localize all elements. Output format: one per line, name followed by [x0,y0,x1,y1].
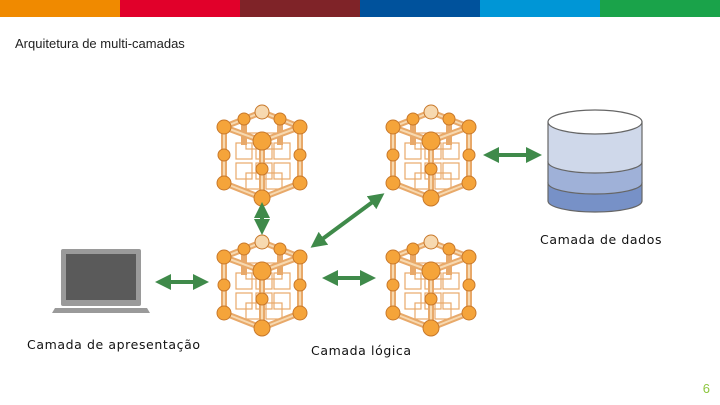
database-icon [547,109,643,213]
server-cube-icon-top-right [386,105,476,206]
slide-title: Arquitetura de multi-camadas [15,36,185,51]
data-layer-label: Camada de dados [540,232,663,247]
header-stripe-2 [120,0,240,17]
page-number: 6 [702,381,710,396]
header-stripe-4 [360,0,480,17]
server-cube-icon-top-left [217,105,307,206]
server-cube-icon-bottom-right [386,235,476,336]
header-stripe-6 [600,0,720,17]
logic-layer-label: Camada lógica [311,343,412,358]
double-arrow-icon-diagonal [310,193,385,248]
presentation-layer-label: Camada de apresentação [27,337,201,352]
laptop-icon [52,249,150,313]
header-stripe-5 [480,0,600,17]
header-stripe-bar [0,0,720,17]
header-stripe-3 [240,0,360,17]
header-stripe-1 [0,0,120,17]
server-cube-icon-bottom-left [217,235,307,336]
